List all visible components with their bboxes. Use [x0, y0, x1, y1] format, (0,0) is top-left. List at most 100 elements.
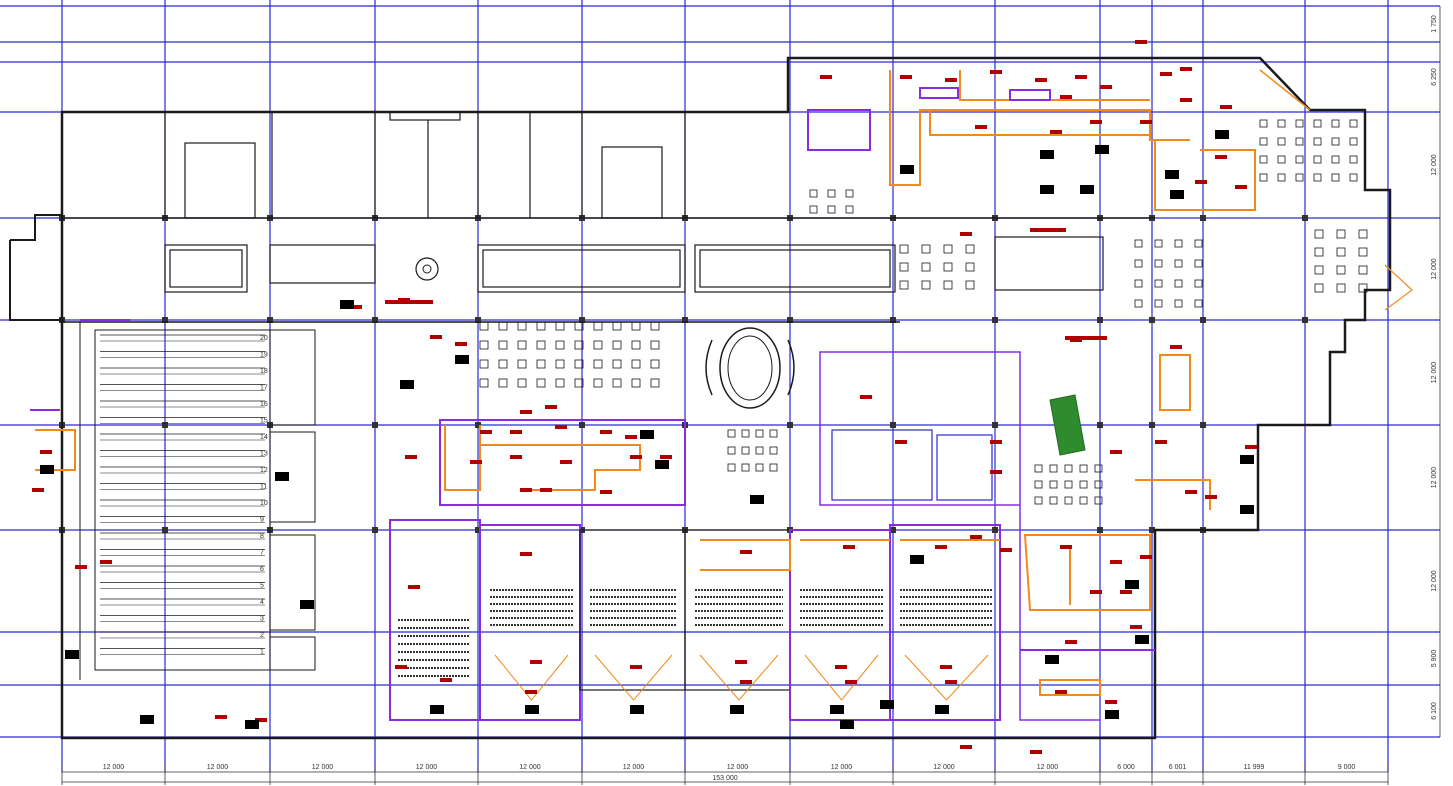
dining-table: [555, 378, 565, 388]
structural-column: [475, 527, 481, 533]
label-block: [630, 705, 644, 714]
dining-table: [1194, 279, 1203, 288]
room-tag: [455, 342, 467, 346]
dimension-label: 6 250: [1431, 68, 1438, 86]
dining-table: [536, 321, 546, 331]
dining-table: [631, 340, 641, 350]
label-block: [935, 705, 949, 714]
room-tag: [385, 300, 433, 304]
room-tag: [1180, 67, 1192, 71]
room-tag: [1220, 105, 1232, 109]
dining-table: [899, 244, 909, 254]
room-tag: [440, 678, 452, 682]
room-tag: [405, 455, 417, 459]
dining-table: [593, 321, 603, 331]
dining-table: [921, 262, 931, 272]
dining-table: [1349, 173, 1358, 182]
room-tag: [1130, 625, 1142, 629]
label-block: [910, 555, 924, 564]
dining-table: [1034, 464, 1043, 473]
dimension-label: 12 000: [933, 764, 955, 771]
bowling-lane-number: 9: [260, 517, 264, 524]
dining-table: [612, 378, 622, 388]
room-tag: [1120, 590, 1132, 594]
north-shop-walls: [164, 111, 686, 219]
room-tag: [600, 430, 612, 434]
structural-column: [372, 422, 378, 428]
dining-table: [1134, 299, 1143, 308]
dining-table: [921, 280, 931, 290]
dining-table: [827, 205, 836, 214]
dining-table: [1174, 239, 1183, 248]
label-block: [430, 705, 444, 714]
dining-table: [1314, 247, 1324, 257]
structural-column: [787, 422, 793, 428]
label-block: [1045, 655, 1059, 664]
room-tag: [1075, 75, 1087, 79]
label-block: [840, 720, 854, 729]
label-block: [1135, 635, 1149, 644]
dimension-label: 12 000: [831, 764, 853, 771]
room-tag: [40, 450, 52, 454]
room-tag: [520, 410, 532, 414]
room-tag: [1110, 560, 1122, 564]
structural-column: [1097, 317, 1103, 323]
room-tags: [32, 40, 1257, 754]
dining-table: [943, 244, 953, 254]
bowling-lane-number: 1: [260, 649, 264, 656]
structural-column: [1200, 215, 1206, 221]
label-block: [1105, 710, 1119, 719]
room-tag: [630, 455, 642, 459]
dining-table: [1358, 247, 1368, 257]
dining-table: [965, 280, 975, 290]
room-tag: [75, 565, 87, 569]
room-tag: [990, 470, 1002, 474]
dining-table: [593, 378, 603, 388]
dining-table: [809, 205, 818, 214]
dining-table: [650, 378, 660, 388]
dining-table: [593, 340, 603, 350]
dining-table: [631, 378, 641, 388]
room-tag: [1030, 228, 1066, 232]
room-tag: [740, 680, 752, 684]
room-tag: [470, 460, 482, 464]
dimension-label: 12 000: [1431, 467, 1438, 489]
structural-column: [579, 317, 585, 323]
room-tag: [510, 430, 522, 434]
room-tag: [1090, 120, 1102, 124]
label-block: [1240, 505, 1254, 514]
dining-table: [1295, 155, 1304, 164]
screen-sightline: [904, 654, 989, 701]
dining-table: [1049, 496, 1058, 505]
dimension-label: 12 000: [312, 764, 334, 771]
dining-table: [612, 359, 622, 369]
bowling-lane-number: 6: [260, 566, 264, 573]
dining-table: [536, 378, 546, 388]
room-tag: [1235, 185, 1247, 189]
dining-table: [1277, 155, 1286, 164]
structural-column: [579, 422, 585, 428]
label-block: [1080, 185, 1094, 194]
dining-table: [1336, 229, 1346, 239]
dining-table: [845, 205, 854, 214]
dining-table: [1134, 259, 1143, 268]
purple-partitions: [30, 87, 1155, 651]
dining-table: [1295, 173, 1304, 182]
dining-table: [650, 340, 660, 350]
bowling-lane-number: 16: [260, 401, 268, 408]
room-tag: [1140, 120, 1152, 124]
room-tag: [1205, 495, 1217, 499]
room-tag: [945, 680, 957, 684]
dining-table: [479, 340, 489, 350]
furniture: [479, 119, 1368, 505]
dimension-label: 12 000: [1431, 362, 1438, 384]
label-block: [1125, 580, 1139, 589]
dining-table: [1154, 279, 1163, 288]
room-tag: [990, 440, 1002, 444]
room-tag: [545, 405, 557, 409]
dining-table: [769, 463, 778, 472]
dimension-label: 12 000: [103, 764, 125, 771]
label-block: [140, 715, 154, 724]
room-tag: [1170, 345, 1182, 349]
